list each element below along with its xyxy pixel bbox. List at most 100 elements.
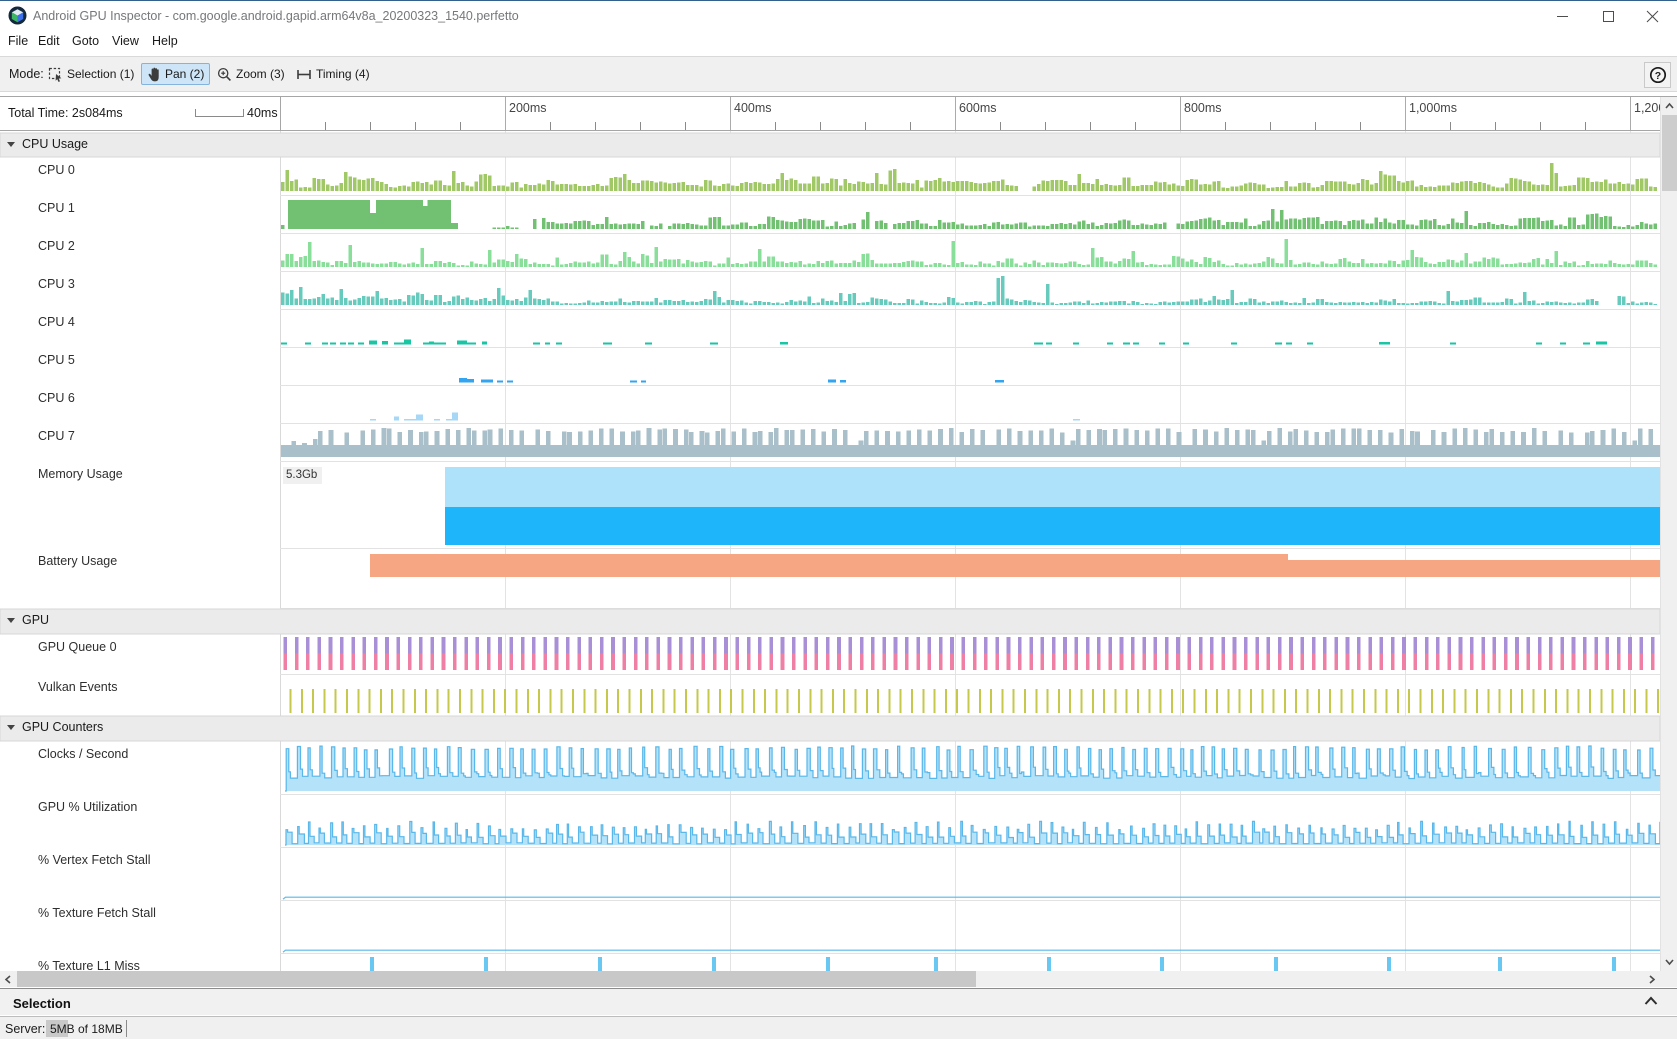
- scroll-up-icon[interactable]: [1665, 102, 1674, 110]
- chart-mark: [875, 173, 879, 191]
- minimize-button[interactable]: [1540, 1, 1585, 31]
- chart-mark: [942, 264, 947, 267]
- chart-mark: [807, 183, 812, 191]
- chart-mark: [785, 263, 789, 267]
- chart-mark: [498, 428, 503, 457]
- track-cpu5[interactable]: [459, 378, 1004, 383]
- track-cpu6[interactable]: [370, 412, 1080, 421]
- menu-item-file[interactable]: File: [8, 34, 29, 48]
- chart-mark: [792, 637, 796, 654]
- track-gpu-utilization[interactable]: [285, 820, 1660, 846]
- chart-mark: [456, 295, 461, 305]
- chart-mark: [1086, 300, 1091, 305]
- chart-mark: [1498, 957, 1502, 971]
- chart-mark: [299, 257, 303, 267]
- maximize-button[interactable]: [1586, 1, 1631, 31]
- track-cpu7[interactable]: [281, 428, 1660, 457]
- chart-mark: [1040, 653, 1045, 670]
- chart-mark: [884, 184, 888, 191]
- track-vertex-fetch-stall[interactable]: [282, 896, 1660, 900]
- chart-mark: [308, 242, 312, 267]
- ruler-tick-label: 400ms: [734, 101, 772, 115]
- chart-mark: [380, 298, 384, 305]
- track-texture-l1-miss[interactable]: [370, 957, 1616, 971]
- chart-mark: [771, 217, 776, 229]
- selection-panel-header[interactable]: Selection: [0, 989, 1677, 1015]
- chart-mark: [1005, 224, 1010, 229]
- chart-mark: [294, 298, 299, 305]
- chart-mark: [789, 261, 794, 267]
- chart-mark: [1047, 957, 1051, 971]
- chart-mark: [605, 185, 609, 191]
- chart-mark: [407, 653, 412, 670]
- timing-mode-button[interactable]: Timing (4): [290, 63, 376, 85]
- section-header-cpu-usage[interactable]: [0, 132, 1660, 158]
- chart-mark: [419, 653, 423, 670]
- chart-mark: [1464, 211, 1469, 229]
- chart-mark: [1181, 186, 1185, 191]
- chart-mark: [632, 183, 636, 191]
- chart-mark: [1074, 653, 1079, 670]
- chart-mark: [1041, 225, 1046, 229]
- pan-mode-button[interactable]: Pan (2): [141, 63, 211, 85]
- chart-mark: [308, 187, 312, 191]
- chart-mark: [1076, 428, 1081, 457]
- vertical-scrollbar-thumb[interactable]: [1662, 115, 1677, 191]
- chart-mark: [407, 186, 411, 191]
- selection-mode-button[interactable]: Selection (1): [42, 63, 140, 85]
- track-cpu1[interactable]: [281, 200, 1658, 229]
- track-texture-fetch-stall[interactable]: [282, 949, 1660, 953]
- vertical-scrollbar[interactable]: [1660, 97, 1677, 971]
- track-cpu2[interactable]: [281, 239, 1658, 267]
- chart-mark: [1594, 637, 1598, 654]
- section-header-gpu-counters[interactable]: [0, 715, 1660, 742]
- track-cpu3[interactable]: [281, 276, 1658, 305]
- chart-mark: [758, 637, 762, 654]
- chart-mark: [1069, 689, 1072, 713]
- chart-mark: [1383, 218, 1388, 229]
- chart-mark: [812, 264, 816, 267]
- close-button[interactable]: [1630, 1, 1675, 31]
- chart-mark: [1563, 186, 1568, 191]
- chart-mark: [1559, 302, 1563, 305]
- chart-mark: [633, 653, 638, 670]
- track-battery[interactable]: [370, 554, 1660, 577]
- chart-mark: [429, 264, 434, 267]
- help-button[interactable]: ?: [1644, 62, 1671, 88]
- horizontal-scrollbar-thumb[interactable]: [17, 971, 976, 987]
- chart-mark: [1034, 342, 1043, 345]
- menu-item-help[interactable]: Help: [152, 34, 178, 48]
- menu-item-edit[interactable]: Edit: [38, 34, 60, 48]
- menu-item-view[interactable]: View: [112, 34, 139, 48]
- track-cpu4[interactable]: [281, 339, 1607, 345]
- track-clocks-per-second[interactable]: [285, 745, 1660, 792]
- track-gpu-queue0[interactable]: [283, 637, 1655, 670]
- chart-mark: [1253, 226, 1257, 229]
- chart-mark: [1023, 262, 1028, 267]
- chart-mark: [453, 637, 457, 654]
- chart-mark: [474, 300, 479, 305]
- chart-mark: [929, 181, 933, 191]
- scroll-right-icon[interactable]: [1648, 975, 1656, 984]
- chart-mark: [1500, 264, 1505, 267]
- track-cpu0[interactable]: [281, 163, 1658, 191]
- menu-item-goto[interactable]: Goto: [72, 34, 100, 48]
- scroll-left-icon[interactable]: [4, 975, 12, 984]
- scroll-down-icon[interactable]: [1665, 958, 1674, 966]
- chart-mark: [479, 174, 483, 191]
- chart-mark: [1154, 264, 1158, 267]
- chart-mark: [707, 689, 710, 713]
- chart-mark: [1181, 224, 1185, 229]
- section-header-gpu[interactable]: [0, 608, 1660, 635]
- zoom-mode-button[interactable]: Zoom (3): [211, 63, 291, 85]
- chart-mark: [1127, 259, 1131, 267]
- track-vulkan-events[interactable]: [289, 689, 1659, 713]
- chevron-up-icon[interactable]: [1644, 996, 1658, 1006]
- track-memory[interactable]: [445, 467, 1660, 545]
- chart-mark: [474, 181, 479, 191]
- chart-mark: [546, 221, 551, 229]
- timeline-tracks[interactable]: [0, 131, 1660, 971]
- horizontal-scrollbar[interactable]: [0, 971, 1660, 987]
- chart-mark: [657, 429, 662, 457]
